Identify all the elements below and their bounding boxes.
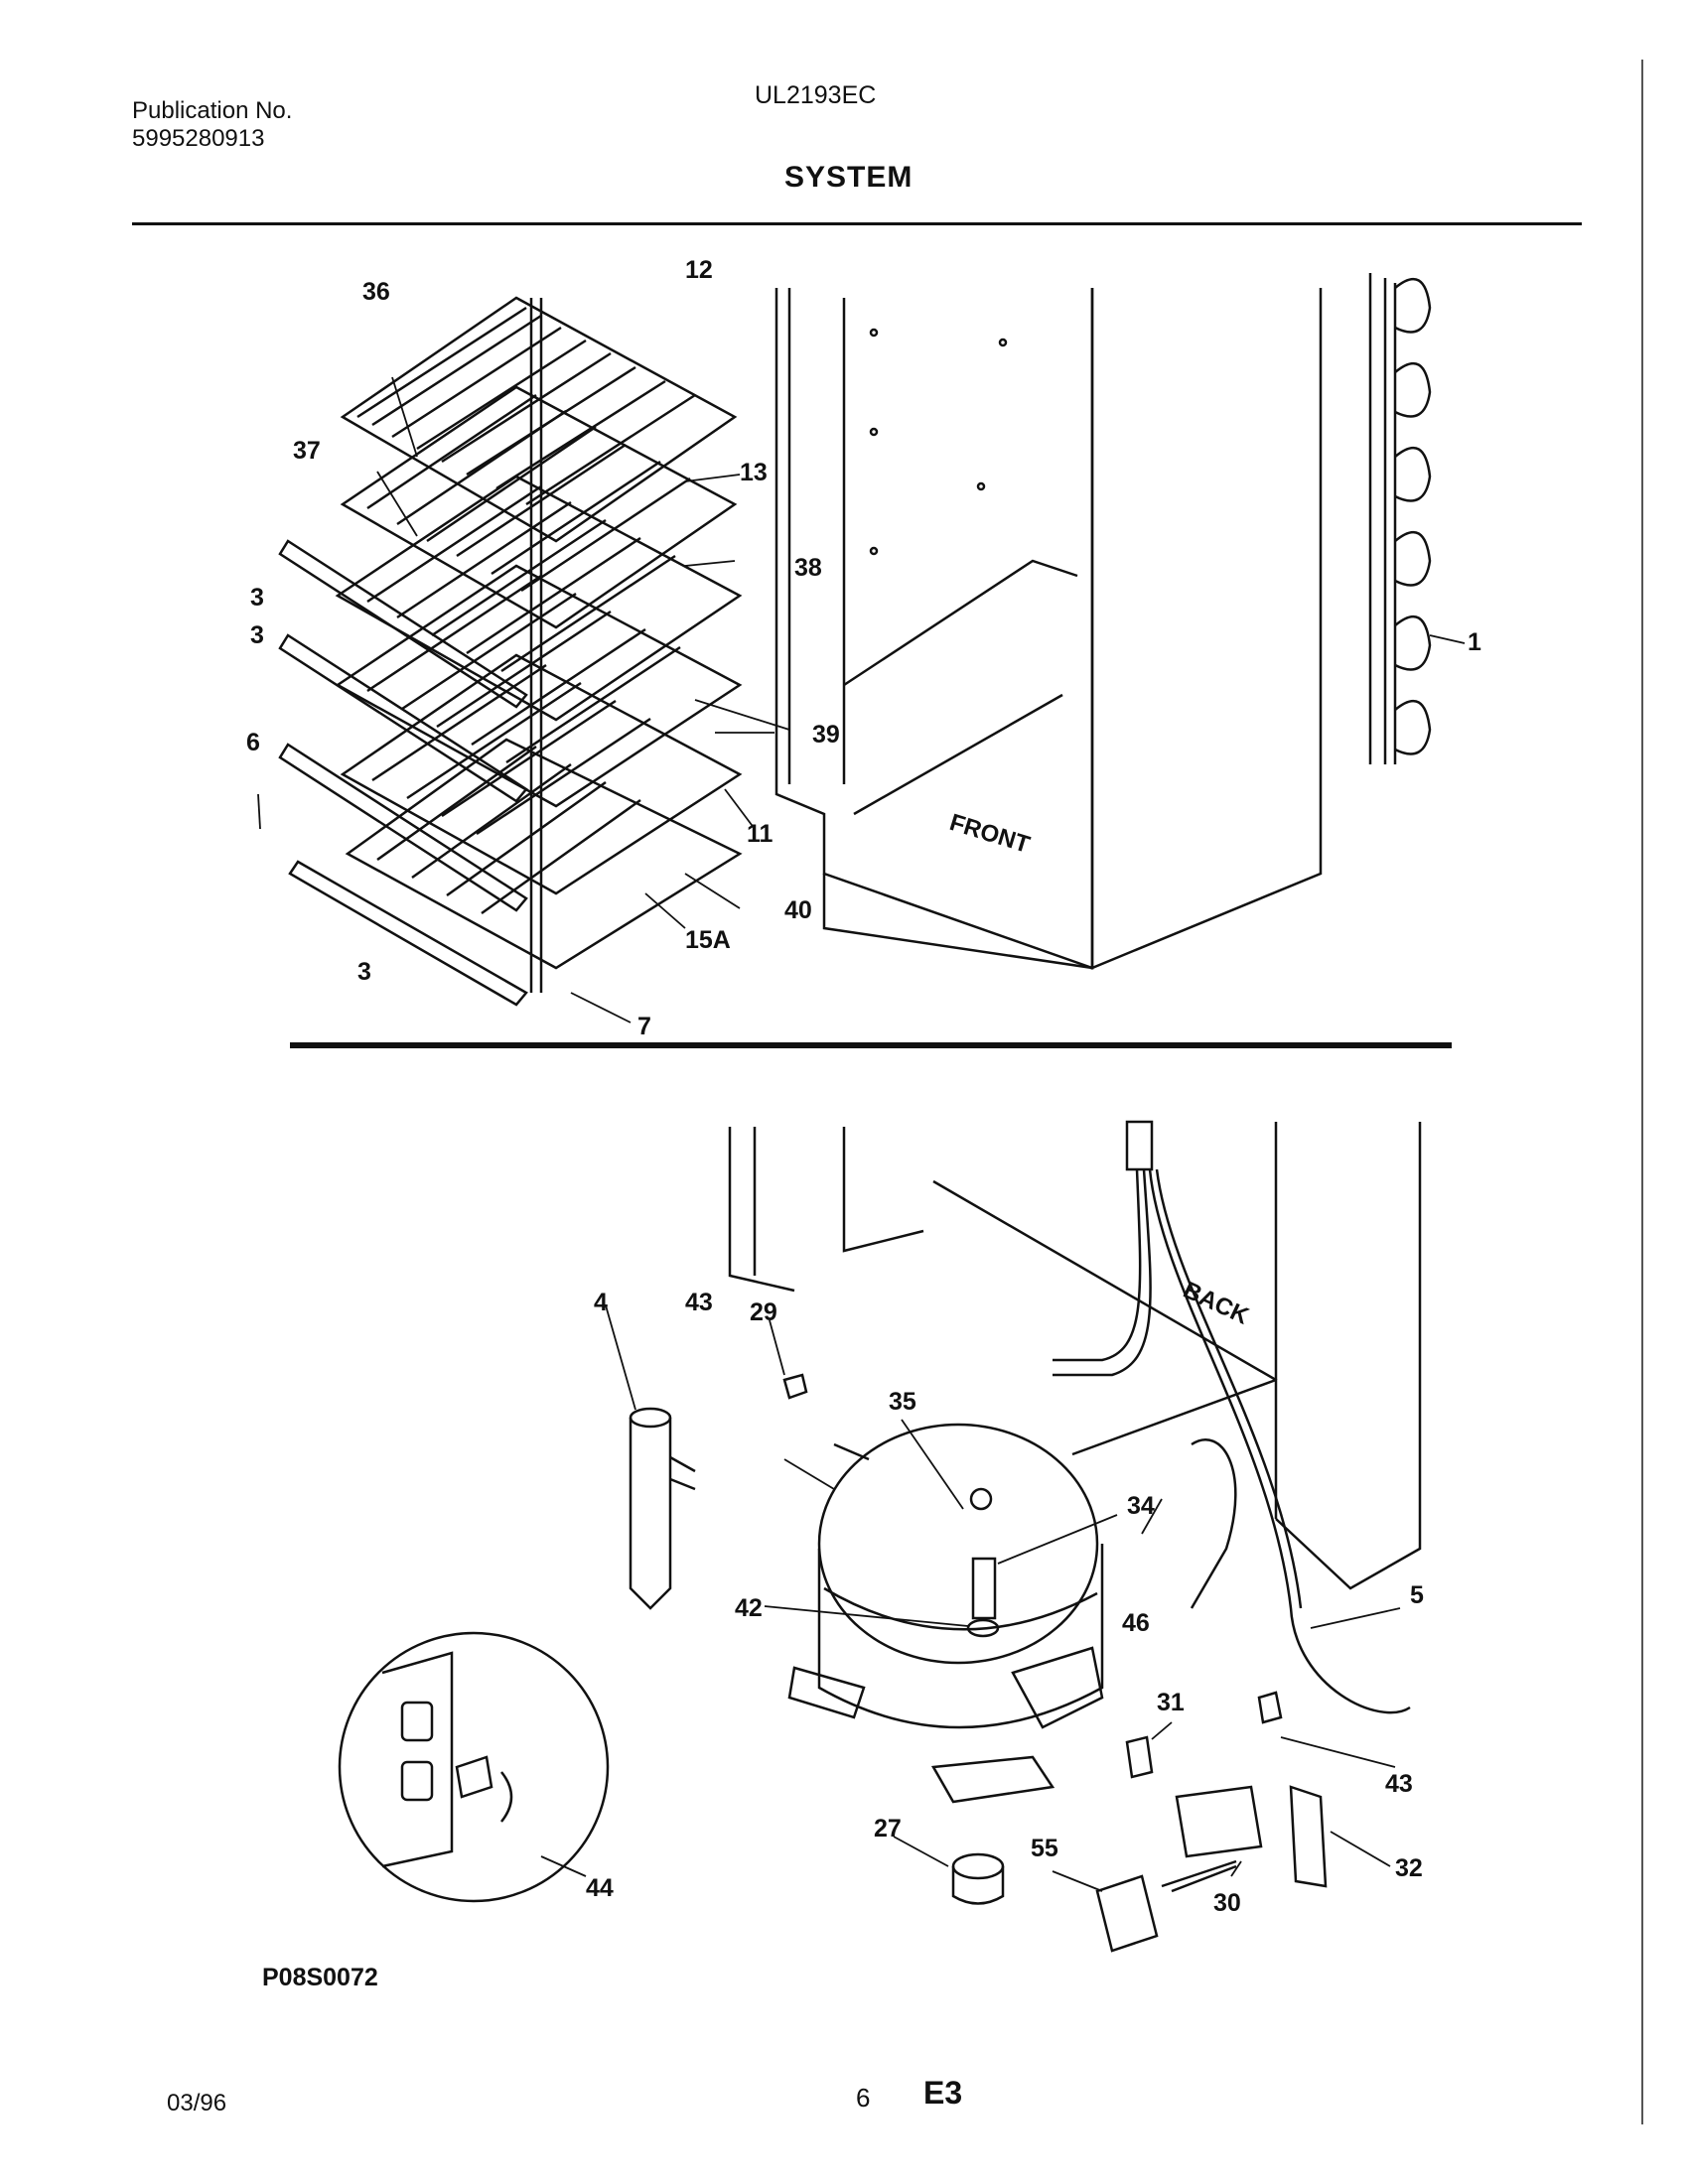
compressor <box>787 1423 1104 1804</box>
cabinet-base <box>728 1122 1422 1590</box>
callout-4: 4 <box>594 1289 608 1316</box>
callout-43-top: 43 <box>685 1289 713 1316</box>
footer-code: E3 <box>923 2075 963 2111</box>
callout-11: 11 <box>747 820 774 848</box>
publication-block: Publication No. 5995280913 <box>132 97 292 153</box>
callout-15a: 15A <box>685 926 731 954</box>
callout-3-bottom: 3 <box>357 958 371 986</box>
footer-date: 03/96 <box>167 2090 227 2116</box>
callout-30: 30 <box>1213 1889 1241 1917</box>
wiring-harness <box>1053 1120 1411 1714</box>
right-margin-line <box>1641 60 1643 2124</box>
callout-55: 55 <box>1031 1835 1058 1862</box>
callout-6: 6 <box>246 729 260 756</box>
callout-39: 39 <box>812 721 840 749</box>
condenser-coil <box>1368 273 1432 764</box>
front-label: FRONT <box>946 809 1033 859</box>
callout-7: 7 <box>637 1013 651 1040</box>
callout-3-mid: 3 <box>250 621 264 649</box>
callout-31: 31 <box>1157 1689 1185 1716</box>
callout-27: 27 <box>874 1815 902 1843</box>
evaporator-shelves <box>335 296 743 993</box>
publication-number: 5995280913 <box>132 125 265 152</box>
leader-lines-top <box>257 376 1466 1024</box>
callout-1: 1 <box>1468 628 1481 656</box>
callout-29: 29 <box>750 1298 777 1326</box>
callout-46: 46 <box>1122 1609 1150 1637</box>
side-rails <box>278 539 528 1007</box>
callout-42: 42 <box>735 1594 763 1622</box>
section-title: SYSTEM <box>784 161 914 194</box>
top-rule <box>132 222 1582 225</box>
callout-44: 44 <box>586 1874 614 1902</box>
callout-38: 38 <box>794 554 822 582</box>
callout-13: 13 <box>740 459 768 486</box>
callout-5: 5 <box>1410 1581 1424 1609</box>
publication-label: Publication No. <box>132 97 293 124</box>
outlet-inset <box>338 1631 610 1903</box>
cabinet-interior <box>774 288 1323 970</box>
leader-lines-bottom <box>540 1304 1401 1892</box>
callout-3-top: 3 <box>250 584 264 612</box>
page-number: 6 <box>856 2083 871 2113</box>
callout-43-bottom: 43 <box>1385 1770 1413 1798</box>
callout-40: 40 <box>784 896 812 924</box>
back-label: BACK <box>1179 1277 1253 1330</box>
callout-34: 34 <box>1127 1492 1155 1520</box>
middle-rule <box>290 1042 1452 1048</box>
grommet <box>951 1852 1005 1905</box>
filter-drier <box>629 1407 696 1610</box>
electrical-components <box>782 1373 1328 1953</box>
callout-32: 32 <box>1395 1854 1423 1882</box>
callout-37: 37 <box>293 437 321 465</box>
callout-12: 12 <box>685 256 713 284</box>
callout-36: 36 <box>362 278 390 306</box>
model-number: UL2193EC <box>755 81 877 109</box>
diagram-code: P08S0072 <box>262 1964 378 1991</box>
callout-35: 35 <box>889 1388 916 1416</box>
